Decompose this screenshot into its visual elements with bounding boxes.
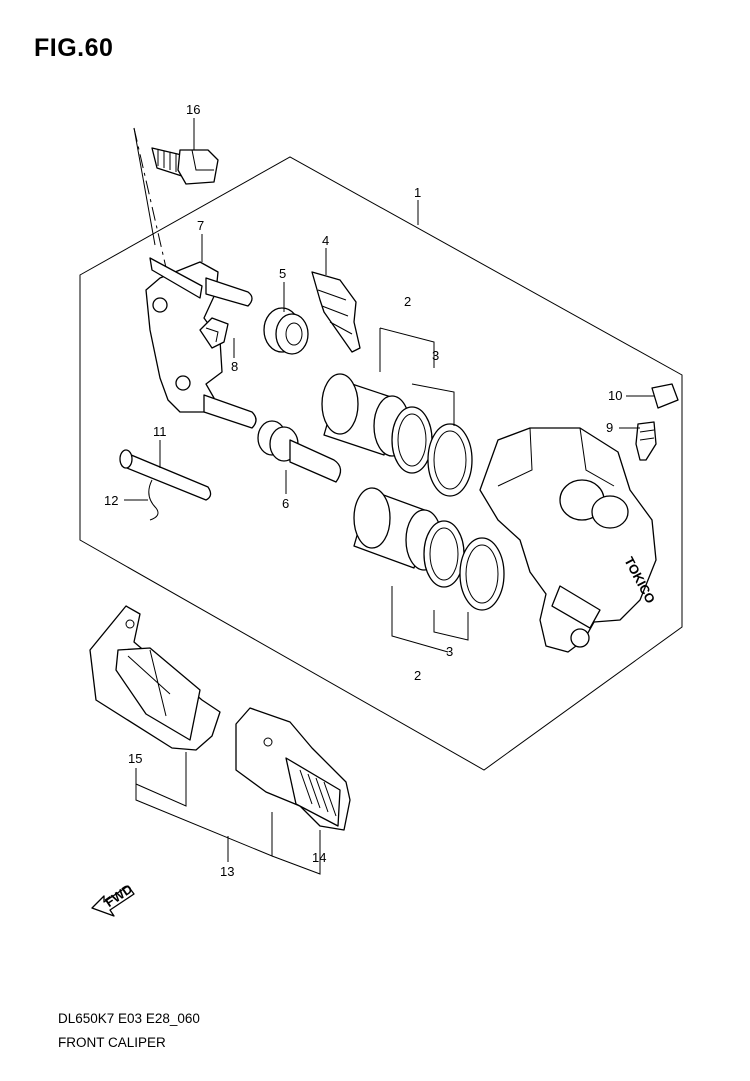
callout-1: 1: [414, 185, 421, 200]
callout-5: 5: [279, 266, 286, 281]
callout-4: 4: [322, 233, 329, 248]
callout-11: 11: [153, 424, 167, 439]
callout-12: 12: [104, 493, 118, 508]
piston-upper: [321, 373, 411, 457]
callout-14: 14: [312, 850, 326, 865]
fwd-arrow-icon: FWD: [91, 881, 135, 917]
pin-11: [119, 449, 212, 501]
pad-15: [89, 605, 221, 751]
boot-5: [263, 307, 309, 355]
callout-6: 6: [282, 496, 289, 511]
callout-15: 15: [128, 751, 142, 766]
callout-2-lower: 2: [414, 668, 421, 683]
bolt-16: [151, 147, 219, 185]
figure-title: FIG.60: [34, 34, 114, 62]
leader-lines: [124, 118, 654, 875]
callout-3-lower: 3: [446, 644, 453, 659]
clip-8: [199, 317, 229, 349]
callout-3-upper-a: 3: [432, 348, 439, 363]
clip-12: [148, 479, 159, 521]
callout-7: 7: [197, 218, 204, 233]
piston-lower: [353, 487, 443, 571]
callout-9: 9: [606, 420, 613, 435]
caliper-body: TOKICO: [479, 427, 658, 653]
bracket-7: [145, 257, 257, 429]
callout-16: 16: [186, 102, 200, 117]
figure-code: DL650K7 E03 E28_060: [58, 1011, 200, 1026]
cap-10: [651, 383, 679, 409]
callout-8: 8: [231, 359, 238, 374]
bleeder-9: [635, 421, 657, 461]
fwd-label: FWD: [102, 881, 135, 910]
pad-14: [235, 707, 351, 831]
callout-10: 10: [608, 388, 622, 403]
callout-13: 13: [220, 864, 234, 879]
assembly-frame: [79, 156, 683, 771]
seal-upper: [391, 406, 473, 497]
figure-name: FRONT CALIPER: [58, 1035, 166, 1050]
boot-6: [257, 420, 342, 483]
pad-spring-4: [311, 271, 361, 353]
seal-lower: [423, 520, 505, 611]
bolt-line-a: [133, 127, 156, 246]
callout-2-upper: 2: [404, 294, 411, 309]
